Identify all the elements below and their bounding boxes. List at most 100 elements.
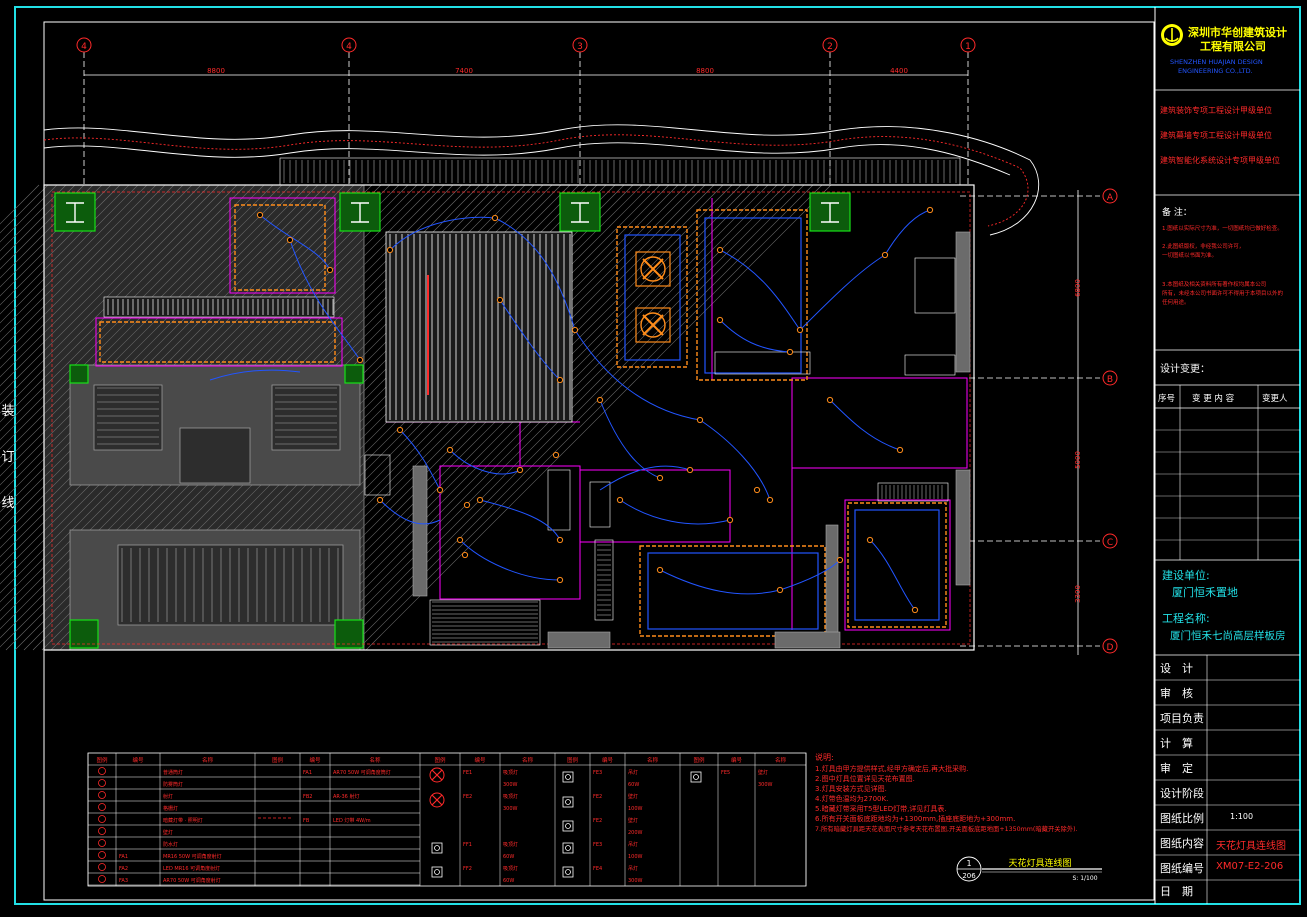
company-logo-icon xyxy=(1161,24,1183,46)
hatch-line xyxy=(0,184,238,423)
downlight-icon xyxy=(776,586,784,594)
downlight-icon xyxy=(396,426,404,434)
hatch-line xyxy=(0,184,274,459)
legend-lamp-icon xyxy=(434,869,440,875)
legend-grid xyxy=(87,753,807,886)
downlight-icon xyxy=(836,556,844,564)
legend-cell: FA1 xyxy=(119,854,128,860)
title-block xyxy=(1154,7,1300,904)
note-line: 一切图纸以书面为准。 xyxy=(1162,253,1218,259)
exhaust-fan-icon xyxy=(635,251,671,287)
project-value: 厦门恒禾七尚高层样板房 xyxy=(1170,630,1286,642)
note-item: 2.图中灯具位置详见天花布置图. xyxy=(815,774,915,783)
legend-cell: LED 灯带 4W/m xyxy=(333,817,371,824)
downlight-icon xyxy=(556,376,564,384)
note-line: 2.此图纸版权，非经我公司许可， xyxy=(1162,244,1245,250)
grid-bubble-row-b: B xyxy=(1102,370,1118,386)
hatch-line xyxy=(0,184,157,342)
legend-header: 名称 xyxy=(522,756,534,764)
balcony-railing-hatch xyxy=(283,160,957,183)
downlight-icon xyxy=(716,246,724,254)
downlight-icon xyxy=(386,246,394,254)
downlight-icon xyxy=(866,536,874,544)
sheet-border-outer xyxy=(14,6,1301,905)
legend-fixture-icon xyxy=(98,815,106,823)
note-line: 3.本图纸及相关资料所有著作权均属本公司 xyxy=(1162,282,1267,288)
lighting-circuits xyxy=(209,209,931,611)
grid-bubble-col-2: 4 xyxy=(341,37,357,53)
downlight-icon xyxy=(896,446,904,454)
legend-lamp-icon xyxy=(565,845,571,851)
note-item: 5.暗藏灯带采用T5型LED灯带,详见灯具表. xyxy=(815,804,947,813)
legend-lamp-icon xyxy=(431,842,443,854)
legend-fixture-icon xyxy=(98,875,106,883)
number-label: 图纸编号 xyxy=(1160,862,1204,875)
content-value: 天花灯具连线图 xyxy=(1216,841,1286,852)
downlight-icon xyxy=(726,516,734,524)
structural-columns xyxy=(54,192,851,649)
drawing-title-name: 天花灯具连线图 xyxy=(1008,857,1071,869)
legend-fixture-icon xyxy=(98,851,106,859)
grid-bubble-col-5: 1 xyxy=(960,37,976,53)
corridor-grille-lines xyxy=(107,299,334,315)
downlight-icon xyxy=(881,251,889,259)
scale-value: 1:100 xyxy=(1230,812,1254,821)
sign-row-label: 项目负责 xyxy=(1160,712,1204,725)
legend-cell: AR70 50W 可调角度筒灯 xyxy=(333,769,391,776)
scale-label: 图纸比例 xyxy=(1160,812,1204,825)
hatch-line xyxy=(0,184,184,369)
downlight-icon xyxy=(461,551,469,559)
sign-row-label: 审 定 xyxy=(1160,762,1193,775)
downlight-icon xyxy=(556,576,564,584)
binding-label: 装 xyxy=(1,404,15,419)
grid-bubble-label: 3 xyxy=(577,42,583,52)
legend-cell: FE5 xyxy=(721,770,730,776)
wall-panels xyxy=(412,231,971,649)
company-name-en-line2: ENGINEERING CO.,LTD. xyxy=(1178,67,1253,75)
downlight-icon xyxy=(286,236,294,244)
legend-header: 图例 xyxy=(567,756,579,764)
downlight-icon xyxy=(326,266,334,274)
downlight-icon xyxy=(716,316,724,324)
qualification-line: 建筑幕墙专项工程设计甲级单位 xyxy=(1160,131,1272,140)
stair-core xyxy=(69,364,361,651)
sign-rows xyxy=(1155,679,1300,881)
client-value: 厦门恒禾置地 xyxy=(1172,586,1238,599)
legend-cell: FA2 xyxy=(119,866,128,872)
legend-cell: 吊灯 xyxy=(628,769,638,776)
design-change-heading: 设计变更： xyxy=(1160,364,1210,375)
row-grid xyxy=(960,190,1100,655)
change-col-content: 变 更 内 容 xyxy=(1192,394,1235,404)
notes-title: 说明: xyxy=(815,752,834,762)
legend-fixture-icon xyxy=(98,779,106,787)
legend-cell: FE2 xyxy=(463,794,472,800)
legend-header: 图例 xyxy=(272,756,284,764)
legend-header: 名称 xyxy=(202,756,214,764)
legend-header: 图例 xyxy=(434,756,446,764)
legend-cell: FB2 xyxy=(303,794,313,800)
column-i-marks xyxy=(66,202,839,223)
legend-cell: 100W xyxy=(628,854,643,860)
grid-bubble-col-3: 3 xyxy=(572,37,588,53)
number-value: XM07-E2-206 xyxy=(1216,861,1284,872)
downlight-icon xyxy=(826,396,834,404)
downlight-icon xyxy=(696,416,704,424)
design-notes: 说明: 1.灯具由甲方提供样式,经甲方确定后,再大批采购. 2.图中灯具位置详见… xyxy=(815,752,1078,833)
legend-cell: FF1 xyxy=(463,842,472,848)
grid-bubble-label: 2 xyxy=(827,42,833,52)
hatch-line xyxy=(0,184,121,306)
note-item: 7.所有暗藏灯具距天花表面尺寸参考天花布置图,开关面板底距地面+1350mm(暗… xyxy=(815,824,1078,833)
hatch-line xyxy=(0,184,112,297)
downlight-icon xyxy=(596,396,604,404)
legend-cell: 吊灯 xyxy=(628,841,638,848)
downlight-icon xyxy=(753,486,761,494)
note-line: 所有，未经本公司书面许可不得用于本项目以外的 xyxy=(1162,291,1284,297)
note-line: 任何用途。 xyxy=(1162,300,1190,306)
sign-row-label: 审 核 xyxy=(1160,687,1193,700)
legend-lamp-icon xyxy=(431,866,443,878)
legend-header: 编号 xyxy=(474,756,486,764)
grid-bubble-col-4: 2 xyxy=(822,37,838,53)
legend-header: 编号 xyxy=(132,756,144,764)
